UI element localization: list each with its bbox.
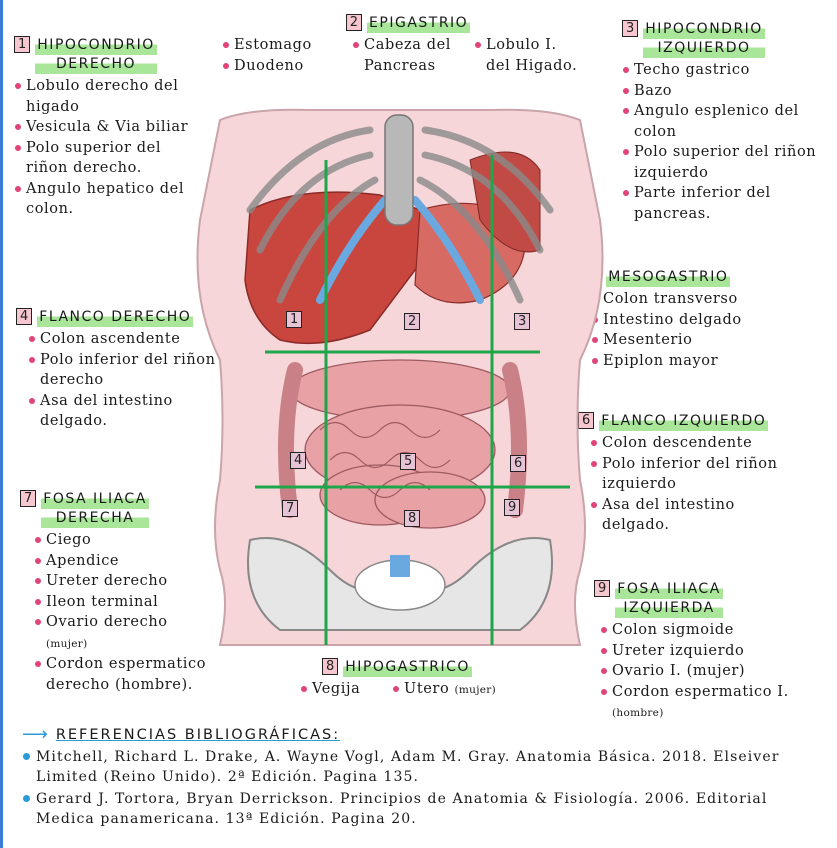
region-hipogastrico: 8 HIPOGASTRICO Vegija Utero (mujer) bbox=[300, 658, 560, 701]
region-item: Lobulo I. del Higado. bbox=[474, 35, 586, 76]
region-item: Utero (mujer) bbox=[392, 679, 542, 701]
region-item: Vesicula & Via biliar bbox=[14, 117, 194, 138]
region-title: 9 FOSA ILIACA IZQUIERDA bbox=[594, 580, 826, 618]
region-item: Asa del intestino delgado. bbox=[590, 495, 793, 536]
region-item: Intestino delgado bbox=[591, 310, 785, 331]
region-item: Colon descendente bbox=[590, 433, 793, 454]
region-number: 8 bbox=[322, 658, 338, 675]
region-number: 4 bbox=[16, 308, 32, 325]
sacrum bbox=[390, 555, 410, 577]
small-intestine bbox=[290, 360, 510, 528]
region-item-text: Utero bbox=[404, 681, 449, 697]
region-item-list: Colon transverso Intestino delgado Mesen… bbox=[591, 289, 785, 371]
region-item-list: Colon descendente Polo inferior del riño… bbox=[590, 433, 793, 536]
figure-label: 5 bbox=[400, 453, 416, 470]
figure-label: 7 bbox=[282, 500, 298, 517]
figure-label: 8 bbox=[404, 510, 420, 527]
arrow-right-icon: ⟶ bbox=[22, 724, 50, 745]
region-item: Parte inferior del pancreas. bbox=[622, 183, 822, 224]
reference-item: Gerard J. Tortora, Bryan Derrickson. Pri… bbox=[22, 789, 812, 829]
region-title-line: IZQUIERDO bbox=[643, 39, 765, 58]
figure-label: 4 bbox=[290, 452, 306, 469]
region-item: Ureter izquierdo bbox=[600, 641, 826, 662]
figure-label: 3 bbox=[514, 313, 530, 330]
reference-item: Mitchell, Richard L. Drake, A. Wayne Vog… bbox=[22, 747, 812, 787]
figure-label: 2 bbox=[404, 313, 420, 330]
descending-colon bbox=[510, 370, 519, 510]
region-item-list: Estomago Duodeno bbox=[222, 35, 342, 76]
region-epigastrio: 2 EPIGASTRIO Estomago Duodeno Cabeza del… bbox=[222, 14, 594, 76]
region-title-line: FLANCO DERECHO bbox=[37, 308, 193, 327]
region-title-line: HIPOCONDRIO bbox=[35, 36, 157, 55]
region-item: Angulo esplenico del colon bbox=[622, 101, 822, 142]
region-item: Mesenterio bbox=[591, 330, 785, 351]
region-item: Techo gastrico bbox=[622, 60, 822, 81]
region-item: Ovario I. (mujer) bbox=[600, 661, 826, 682]
region-item-text: Cordon espermatico I. bbox=[612, 684, 789, 700]
region-item-note: (mujer) bbox=[455, 684, 497, 696]
region-item: Polo superior del riñon derecho. bbox=[14, 138, 194, 179]
region-number: 7 bbox=[20, 490, 36, 507]
region-title: 3 HIPOCONDRIO IZQUIERDO bbox=[622, 20, 822, 58]
region-item-list: Colon sigmoide Ureter izquierdo Ovario I… bbox=[600, 620, 826, 724]
region-item-list: Vegija bbox=[300, 679, 382, 701]
region-title-line: EPIGASTRIO bbox=[367, 14, 470, 33]
region-item: Estomago bbox=[222, 35, 342, 56]
region-item: Polo inferior del riñon izquierdo bbox=[590, 454, 793, 495]
region-number: 3 bbox=[622, 20, 638, 37]
region-title-line: FOSA ILIACA bbox=[41, 490, 149, 509]
sternum bbox=[385, 115, 413, 225]
region-item-text: Ovario derecho bbox=[46, 614, 168, 630]
region-item-list: Cabeza del Pancreas bbox=[352, 35, 464, 76]
region-item: Colon transverso bbox=[591, 289, 785, 310]
abdomen-figure bbox=[180, 100, 620, 660]
region-title-line: DERECHO bbox=[35, 55, 157, 74]
region-item: Angulo hepatico del colon. bbox=[14, 179, 194, 220]
region-hipocondrio-derecho: 1 HIPOCONDRIO DERECHO Lobulo derecho del… bbox=[14, 36, 194, 220]
region-item: Colon sigmoide bbox=[600, 620, 826, 641]
references-heading: ⟶ REFERENCIAS BIBLIOGRÁFICAS: bbox=[22, 724, 812, 745]
region-item: Duodeno bbox=[222, 56, 342, 77]
region-title-line: MESOGASTRIO bbox=[606, 268, 730, 287]
figure-label: 6 bbox=[510, 455, 526, 472]
region-item-list: Utero (mujer) bbox=[392, 679, 542, 701]
ascending-colon bbox=[286, 370, 295, 510]
region-item-note: (mujer) bbox=[46, 638, 88, 650]
page-left-border bbox=[0, 0, 3, 848]
region-item: Cordon espermatico derecho (hombre). bbox=[34, 654, 245, 695]
region-number: 2 bbox=[346, 14, 362, 31]
figure-label: 9 bbox=[504, 499, 520, 516]
region-title-line: FLANCO IZQUIERDO bbox=[599, 412, 768, 431]
region-item-list: Lobulo derecho del higado Vesicula & Via… bbox=[14, 76, 194, 220]
region-item: Vegija bbox=[300, 679, 382, 700]
region-item: Epiplon mayor bbox=[591, 351, 785, 372]
region-item-list: Techo gastrico Bazo Angulo esplenico del… bbox=[622, 60, 822, 224]
region-title-line: DERECHA bbox=[41, 509, 149, 528]
region-item: Polo superior del riñon izquierdo bbox=[622, 142, 822, 183]
region-hipocondrio-izquierdo: 3 HIPOCONDRIO IZQUIERDO Techo gastrico B… bbox=[622, 20, 822, 224]
region-title-line: HIPOCONDRIO bbox=[643, 20, 765, 39]
region-item-note: (hombre) bbox=[612, 707, 664, 719]
figure-label: 1 bbox=[286, 311, 302, 328]
region-item-list: Lobulo I. del Higado. bbox=[474, 35, 586, 76]
region-item: Cordon espermatico I. (hombre) bbox=[600, 682, 826, 724]
region-title-line: IZQUIERDA bbox=[615, 599, 723, 618]
region-columns: Estomago Duodeno Cabeza del Pancreas Lob… bbox=[222, 33, 594, 76]
region-title: 2 EPIGASTRIO bbox=[222, 14, 594, 33]
region-title: 8 HIPOGASTRICO bbox=[300, 658, 560, 677]
region-title-line: HIPOGASTRICO bbox=[343, 658, 472, 677]
region-item: Lobulo derecho del higado bbox=[14, 76, 194, 117]
region-title: 1 HIPOCONDRIO DERECHO bbox=[14, 36, 194, 74]
region-columns: Vegija Utero (mujer) bbox=[300, 677, 560, 701]
references-title: REFERENCIAS BIBLIOGRÁFICAS: bbox=[56, 727, 340, 743]
region-item: Cabeza del Pancreas bbox=[352, 35, 464, 76]
region-title-line: FOSA ILIACA bbox=[615, 580, 723, 599]
region-fosa-iliaca-izquierda: 9 FOSA ILIACA IZQUIERDA Colon sigmoide U… bbox=[594, 580, 826, 724]
region-number: 1 bbox=[14, 36, 30, 53]
references-section: ⟶ REFERENCIAS BIBLIOGRÁFICAS: Mitchell, … bbox=[22, 724, 812, 829]
region-item: Bazo bbox=[622, 81, 822, 102]
